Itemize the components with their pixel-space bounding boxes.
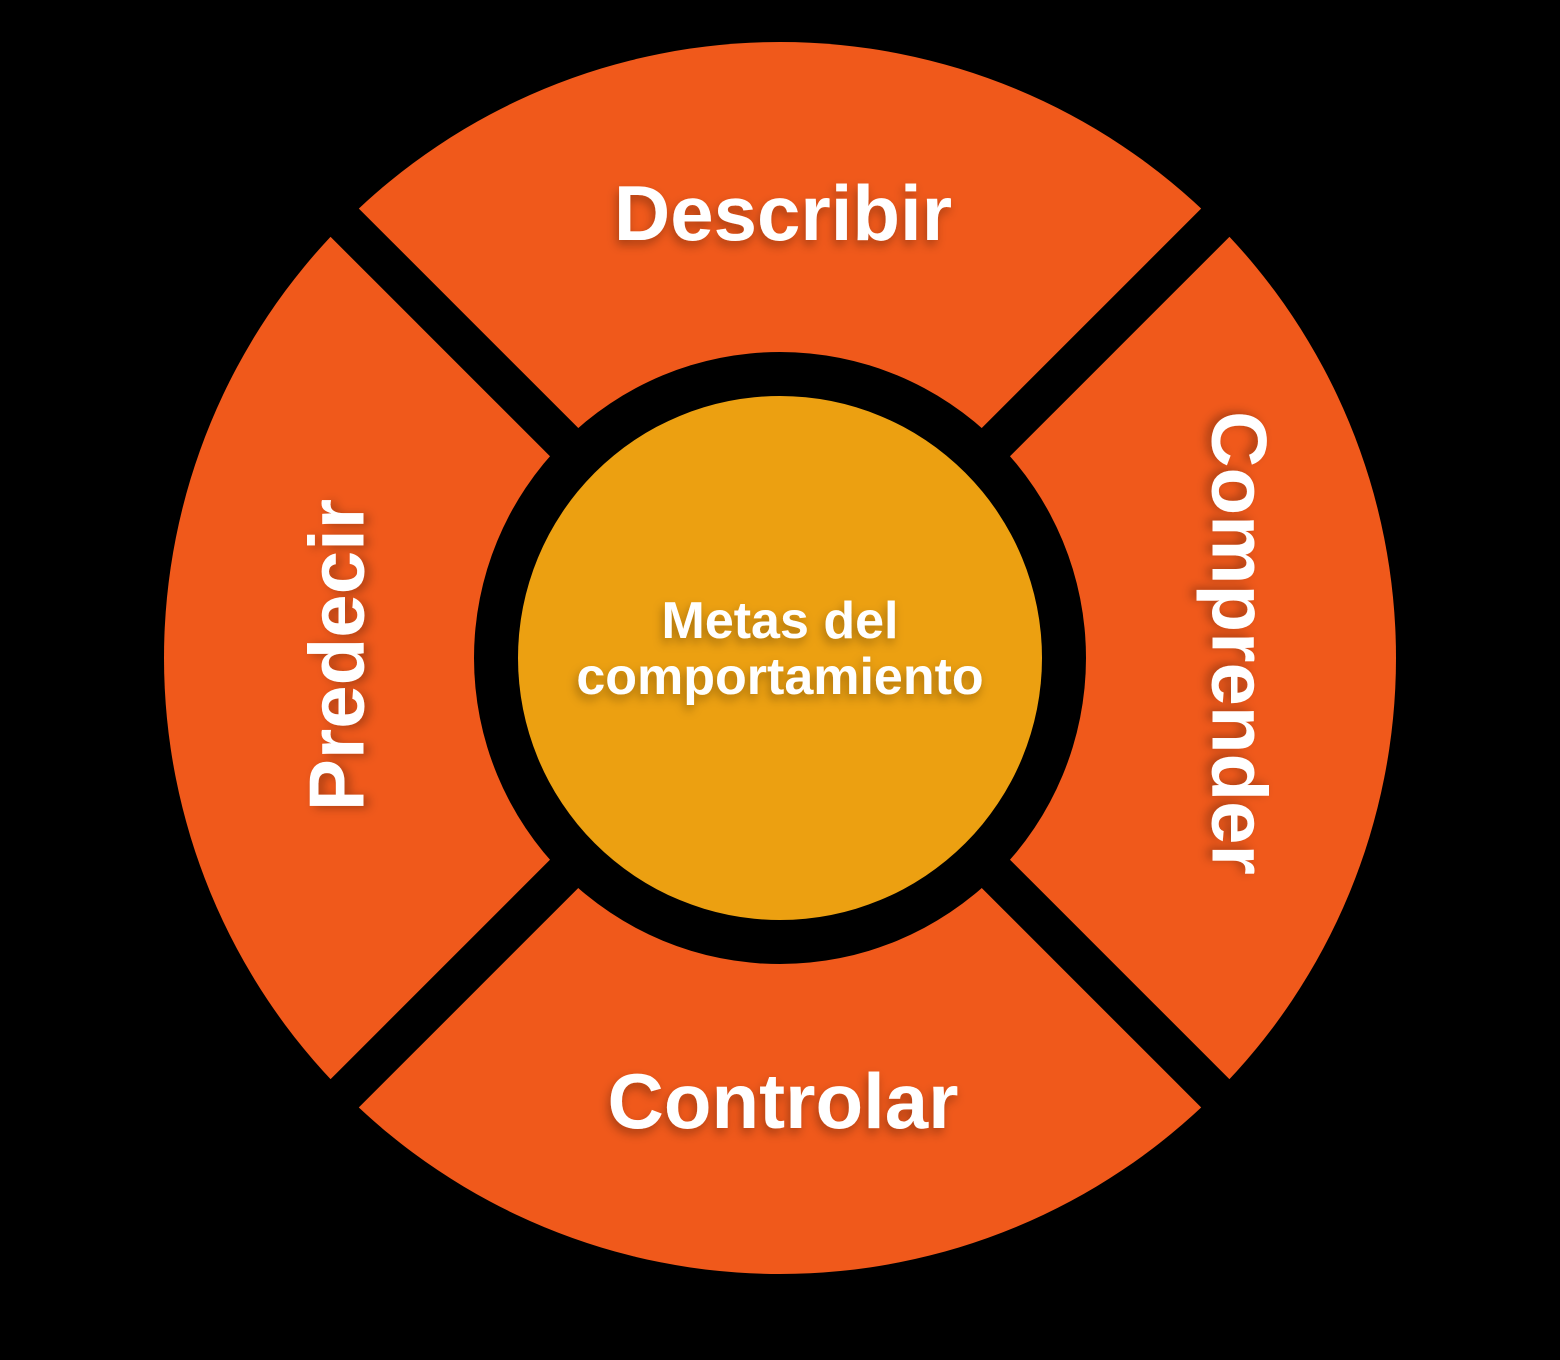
segment-label-predecir: Predecir [292, 499, 380, 811]
segment-label-comprender: Comprender [1196, 411, 1284, 875]
segment-label-controlar: Controlar [608, 1057, 959, 1145]
segment-label-describir: Describir [614, 169, 952, 257]
center-label-line2: comportamiento [576, 648, 983, 706]
center-label-line1: Metas del [662, 592, 899, 650]
center-circle [518, 396, 1042, 920]
